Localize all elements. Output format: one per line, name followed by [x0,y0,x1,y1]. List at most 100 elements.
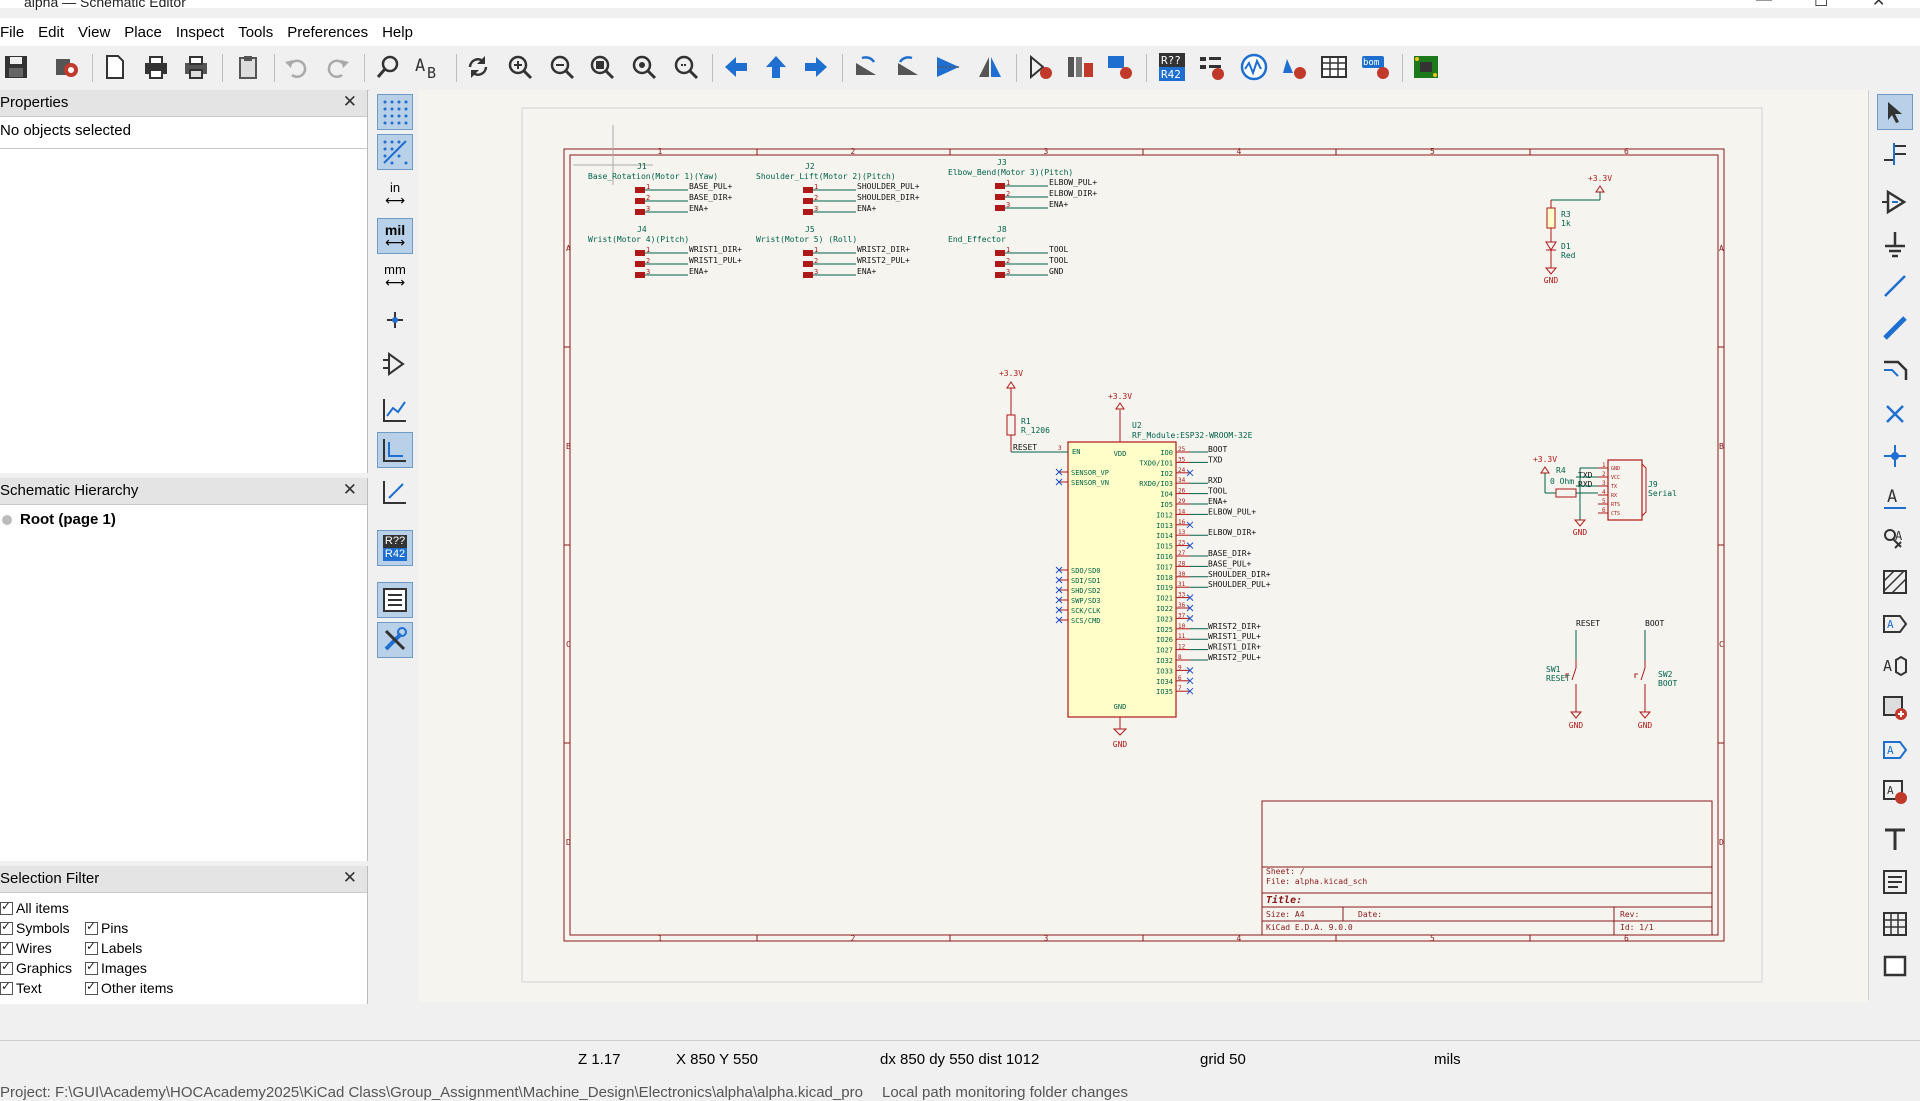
menu-preferences[interactable]: Preferences [287,23,369,41]
menu-place[interactable]: Place [124,23,162,41]
undo-icon[interactable] [280,51,312,83]
no-connect-icon [1186,594,1194,601]
filter-graphics[interactable]: Graphics [0,959,72,976]
minimize-icon[interactable]: — [1756,0,1772,9]
junction-icon[interactable] [1877,438,1913,474]
bus-entry-icon[interactable] [1877,352,1913,388]
rule-area-icon[interactable] [1877,564,1913,600]
mirror-vertical-icon[interactable] [932,51,964,83]
rectangle-tool-icon[interactable] [1877,948,1913,984]
paste-icon[interactable] [232,51,264,83]
menu-edit[interactable]: Edit [38,23,65,41]
line-mode-free-icon[interactable] [377,392,413,428]
print-icon[interactable] [140,51,172,83]
mirror-horizontal-icon[interactable] [974,51,1006,83]
grid-toggle-icon[interactable] [377,94,413,130]
maximize-icon[interactable]: ☐ [1814,0,1829,10]
menu-inspect[interactable]: Inspect [175,23,225,41]
select-tool-icon[interactable] [1877,94,1913,130]
pin-visibility-icon[interactable] [377,346,413,382]
symbol-library-browser-icon[interactable] [1064,51,1096,83]
filter-all-items[interactable]: All items [0,899,69,916]
pin-name: SCS/CMD [1071,617,1101,625]
save-icon[interactable] [0,51,32,83]
hierarchy-navigator-icon[interactable] [377,582,413,618]
rotate-ccw-icon[interactable] [850,51,882,83]
footprint-assign-icon[interactable] [1104,51,1136,83]
hierarchical-sheet-icon[interactable] [1877,690,1913,726]
menu-file[interactable]: File [0,23,25,41]
sheet-pin-icon[interactable]: A [1877,774,1913,810]
pin-number: 1 [1006,246,1010,254]
gnd-symbol [1544,267,1558,275]
net-label-icon[interactable]: A [1877,480,1913,516]
zoom-out-icon[interactable] [546,51,578,83]
no-connect-icon[interactable] [1877,396,1913,432]
simulator-icon[interactable] [1238,51,1270,83]
close-hierarchy-icon[interactable]: ✕ [342,480,357,499]
filter-images[interactable]: Images [85,959,147,976]
properties-manager-icon[interactable] [377,622,413,658]
zoom-in-icon[interactable] [504,51,536,83]
find-icon[interactable] [372,51,404,83]
refresh-icon[interactable] [462,51,494,83]
filter-symbols[interactable]: Symbols [0,919,70,936]
draw-bus-icon[interactable] [1877,310,1913,346]
filter-wires[interactable]: Wires [0,939,52,956]
filter-pins[interactable]: Pins [85,919,128,936]
net-label: WRIST2_DIR+ [857,245,910,254]
units-inches-button[interactable]: in⟷ [384,180,406,208]
zoom-objects-icon[interactable] [628,51,660,83]
netlist-icon[interactable] [1278,51,1310,83]
hierarchical-label-icon[interactable]: A [1877,648,1913,684]
pcb-editor-icon[interactable] [1410,51,1442,83]
line-mode-90-icon[interactable] [377,432,413,468]
plot-icon[interactable] [180,51,212,83]
units-mm-button[interactable]: mm⟷ [384,262,406,290]
bom-table-icon[interactable] [1318,51,1350,83]
annotation-toggle-icon[interactable]: R??R42 [377,530,413,566]
table-tool-icon[interactable] [1877,906,1913,942]
text-tool-icon[interactable] [1877,822,1913,858]
filter-other-items[interactable]: Other items [85,979,173,996]
menu-help[interactable]: Help [382,23,413,41]
menu-tools[interactable]: Tools [238,23,274,41]
erc-icon[interactable] [1196,51,1228,83]
draw-wire-icon[interactable] [1877,268,1913,304]
navigate-back-icon[interactable] [720,51,752,83]
zoom-fit-icon[interactable] [586,51,618,83]
pin-name: SCK/CLK [1071,607,1101,615]
annotate-icon[interactable]: R??R42 [1156,51,1188,83]
global-label-icon[interactable]: A [1877,606,1913,642]
redo-icon[interactable] [322,51,354,83]
line-mode-45-icon[interactable] [377,474,413,510]
navigate-forward-icon[interactable] [800,51,832,83]
place-power-icon[interactable] [1877,226,1913,262]
highlight-net-icon[interactable] [1877,136,1913,172]
page-settings-icon[interactable] [98,51,130,83]
symbol-editor-icon[interactable] [1024,51,1056,83]
grid-override-icon[interactable] [377,134,413,170]
bom-icon[interactable]: bom [1360,51,1392,83]
close-selection-filter-icon[interactable]: ✕ [342,868,357,887]
import-sheet-pin-icon[interactable]: A [1877,732,1913,768]
net-class-directive-icon[interactable]: A [1877,522,1913,558]
zoom-selection-icon[interactable] [670,51,702,83]
place-symbol-icon[interactable] [1877,184,1913,220]
text-box-icon[interactable] [1877,864,1913,900]
cursor-crosshair-icon[interactable] [377,302,413,338]
rotate-cw-icon[interactable] [892,51,924,83]
menu-view[interactable]: View [78,23,111,41]
close-window-icon[interactable]: ✕ [1872,0,1886,10]
units-mils-button[interactable]: mil⟷ [377,218,413,254]
navigate-up-icon[interactable] [760,51,792,83]
filter-labels[interactable]: Labels [85,939,142,956]
hierarchy-root-item[interactable]: Root (page 1) [0,505,367,528]
schematic-setup-icon[interactable] [50,51,82,83]
filter-text[interactable]: Text [0,979,42,996]
close-properties-icon[interactable]: ✕ [342,92,357,111]
